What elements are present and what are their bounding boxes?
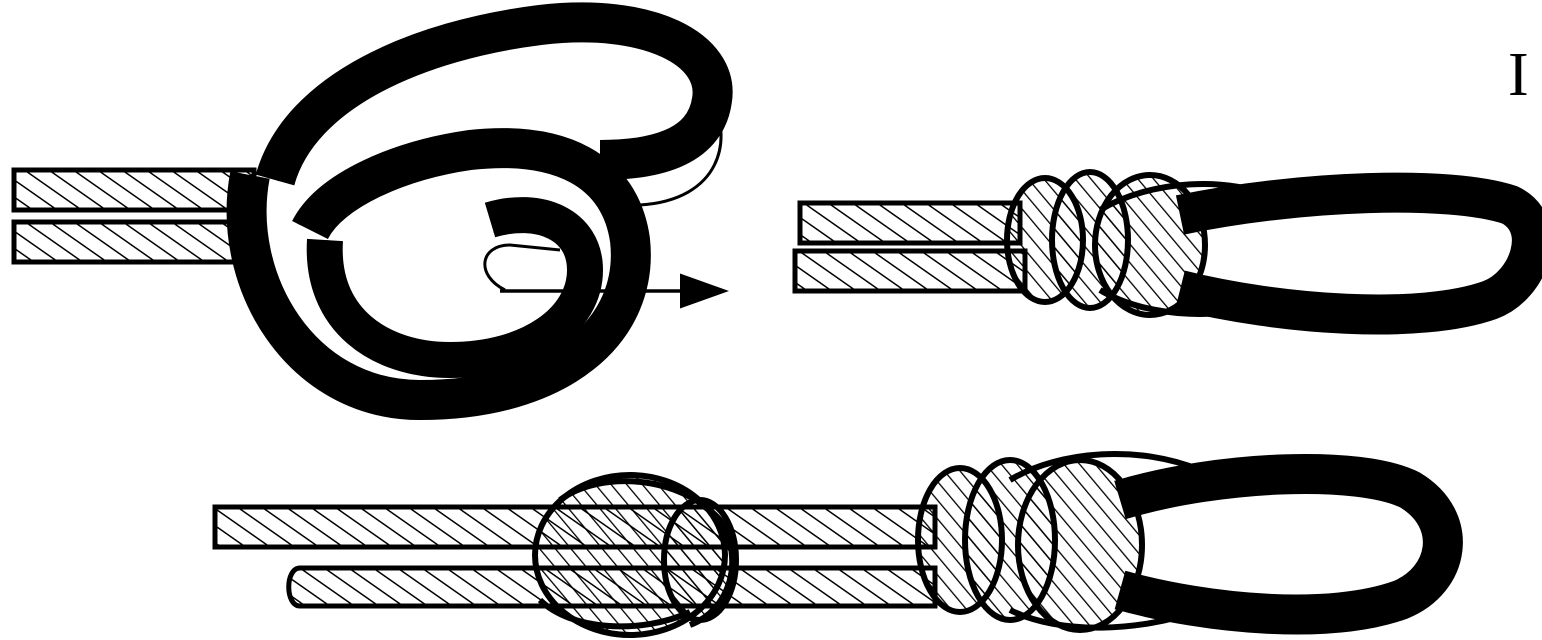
rope-standing-part xyxy=(795,203,1025,291)
figure-eight-loop-finished xyxy=(795,172,1532,315)
rope-stopper-knot xyxy=(535,475,736,635)
rope-standing-part xyxy=(14,170,254,262)
rope-eye-loop xyxy=(1180,193,1532,315)
loop-threading-step xyxy=(14,22,722,400)
rope-eye-loop xyxy=(1120,474,1443,614)
figure-eight-loop-with-stopper-knot xyxy=(215,454,1443,635)
rope-inner-coil xyxy=(325,215,585,360)
